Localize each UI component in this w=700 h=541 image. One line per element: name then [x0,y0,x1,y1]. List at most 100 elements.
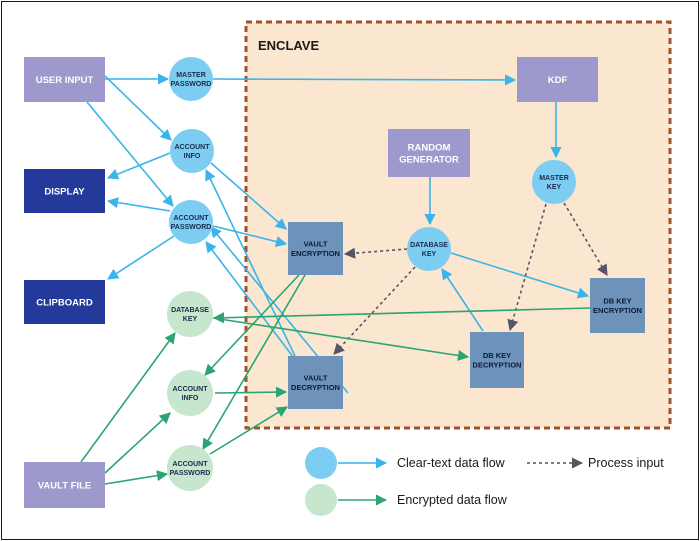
clear-text-flow-edge [107,235,175,280]
node-circle [169,57,213,101]
clear-text-flow-edge [212,225,288,248]
node-label: DECRYPTION [473,360,522,369]
clear-text-flow-edge [205,168,296,357]
node-label: GENERATOR [399,154,459,165]
node-label: MASTER [176,72,206,79]
node-master-password: MASTER PASSWORD [169,57,213,101]
node-box [24,57,105,102]
node-circle [532,160,576,204]
legend-encrypted-label: Encrypted data flow [397,493,508,507]
encrypted-flow-edge [80,332,176,463]
node-circle [169,200,213,244]
node-label: ENCRYPTION [593,306,642,315]
encrypted-flow-edge [212,307,591,324]
node-label: ENCRYPTION [291,249,340,258]
node-label: DATABASE [410,242,448,249]
node-vault-file: VAULT FILE [24,462,105,508]
clear-text-flow-edge [205,241,298,363]
legend-clear-swatch [305,447,337,479]
node-box [24,169,105,213]
node-label: ACCOUNT [173,386,209,393]
node-label: DATABASE [171,307,209,314]
node-box [388,129,470,177]
clear-text-flow-edge [106,197,171,212]
node-label: DB KEY [603,296,631,305]
encrypted-flow-edge [212,317,470,362]
node-label: PASSWORD [171,224,212,231]
process-input-edge [343,247,408,259]
clear-text-flow-edge [212,74,517,86]
node-box [470,332,524,388]
node-label: KDF [548,75,568,86]
node-label: CLIPBOARD [36,297,93,308]
encrypted-flow-edge [204,274,300,376]
clear-text-flow-edge [450,252,590,299]
node-box [288,222,343,275]
node-label: ACCOUNT [175,144,211,151]
node-label: DISPLAY [44,186,85,197]
node-label: RANDOM [408,142,451,153]
node-label: INFO [182,395,199,402]
node-clipboard: CLIPBOARD [24,280,105,324]
node-kdf: KDF [517,57,598,102]
process-input-edge [507,203,547,332]
process-input-edge [563,202,608,276]
node-label: USER INPUT [36,75,94,86]
encrypted-flow-edge [104,470,169,485]
node-user-input: USER INPUT [24,57,105,102]
node-circle [167,445,213,491]
node-label: KEY [422,251,437,258]
node-account-info-enc: ACCOUNT INFO [167,370,213,416]
node-account-password-enc: ACCOUNT PASSWORD [167,445,213,491]
node-label: PASSWORD [171,81,212,88]
node-label: PASSWORD [170,470,211,477]
legend-clear-label: Clear-text data flow [397,456,506,470]
clear-text-flow-edge [441,268,484,332]
node-label: KEY [547,184,562,191]
node-circle [170,129,214,173]
node-label: INFO [184,153,201,160]
nodes-layer: USER INPUT DISPLAY CLIPBOARD VAULT FILE MAST… [24,57,645,508]
node-database-key: DATABASE KEY [407,227,451,271]
node-account-info-clear: ACCOUNT INFO [170,129,214,173]
node-label: DECRYPTION [291,383,340,392]
node-database-key-enc: DATABASE KEY [167,291,213,337]
node-circle [167,370,213,416]
process-input-edge [333,266,416,355]
clear-text-flow-edge [106,152,171,180]
node-label: DB KEY [483,351,511,360]
enclave-title: ENCLAVE [258,38,319,53]
encrypted-flow-edge [104,412,171,474]
node-label: ACCOUNT [174,215,210,222]
node-label: KEY [183,316,198,323]
node-box [517,57,598,102]
node-label: MASTER [539,175,569,182]
node-box [24,462,105,508]
legend: Clear-text data flow Process input Encry… [305,447,664,516]
node-box [24,280,105,324]
node-account-password-clear: ACCOUNT PASSWORD [169,200,213,244]
node-box [590,278,645,333]
node-label: VAULT FILE [38,480,91,491]
encrypted-flow-edge [214,386,288,398]
node-label: VAULT [304,373,328,382]
legend-process-label: Process input [588,456,664,470]
legend-encrypted-swatch [305,484,337,516]
node-circle [167,291,213,337]
encrypted-flow-edge [202,274,306,450]
node-label: ACCOUNT [173,461,209,468]
clear-text-flow-edge [104,75,172,141]
node-circle [407,227,451,271]
clear-text-flow-edge [86,101,174,207]
node-label: VAULT [304,239,328,248]
clear-text-flow-edge [210,162,287,230]
node-master-key: MASTER KEY [532,160,576,204]
encrypted-flow-edge [209,406,288,455]
edges-layer [80,73,608,485]
